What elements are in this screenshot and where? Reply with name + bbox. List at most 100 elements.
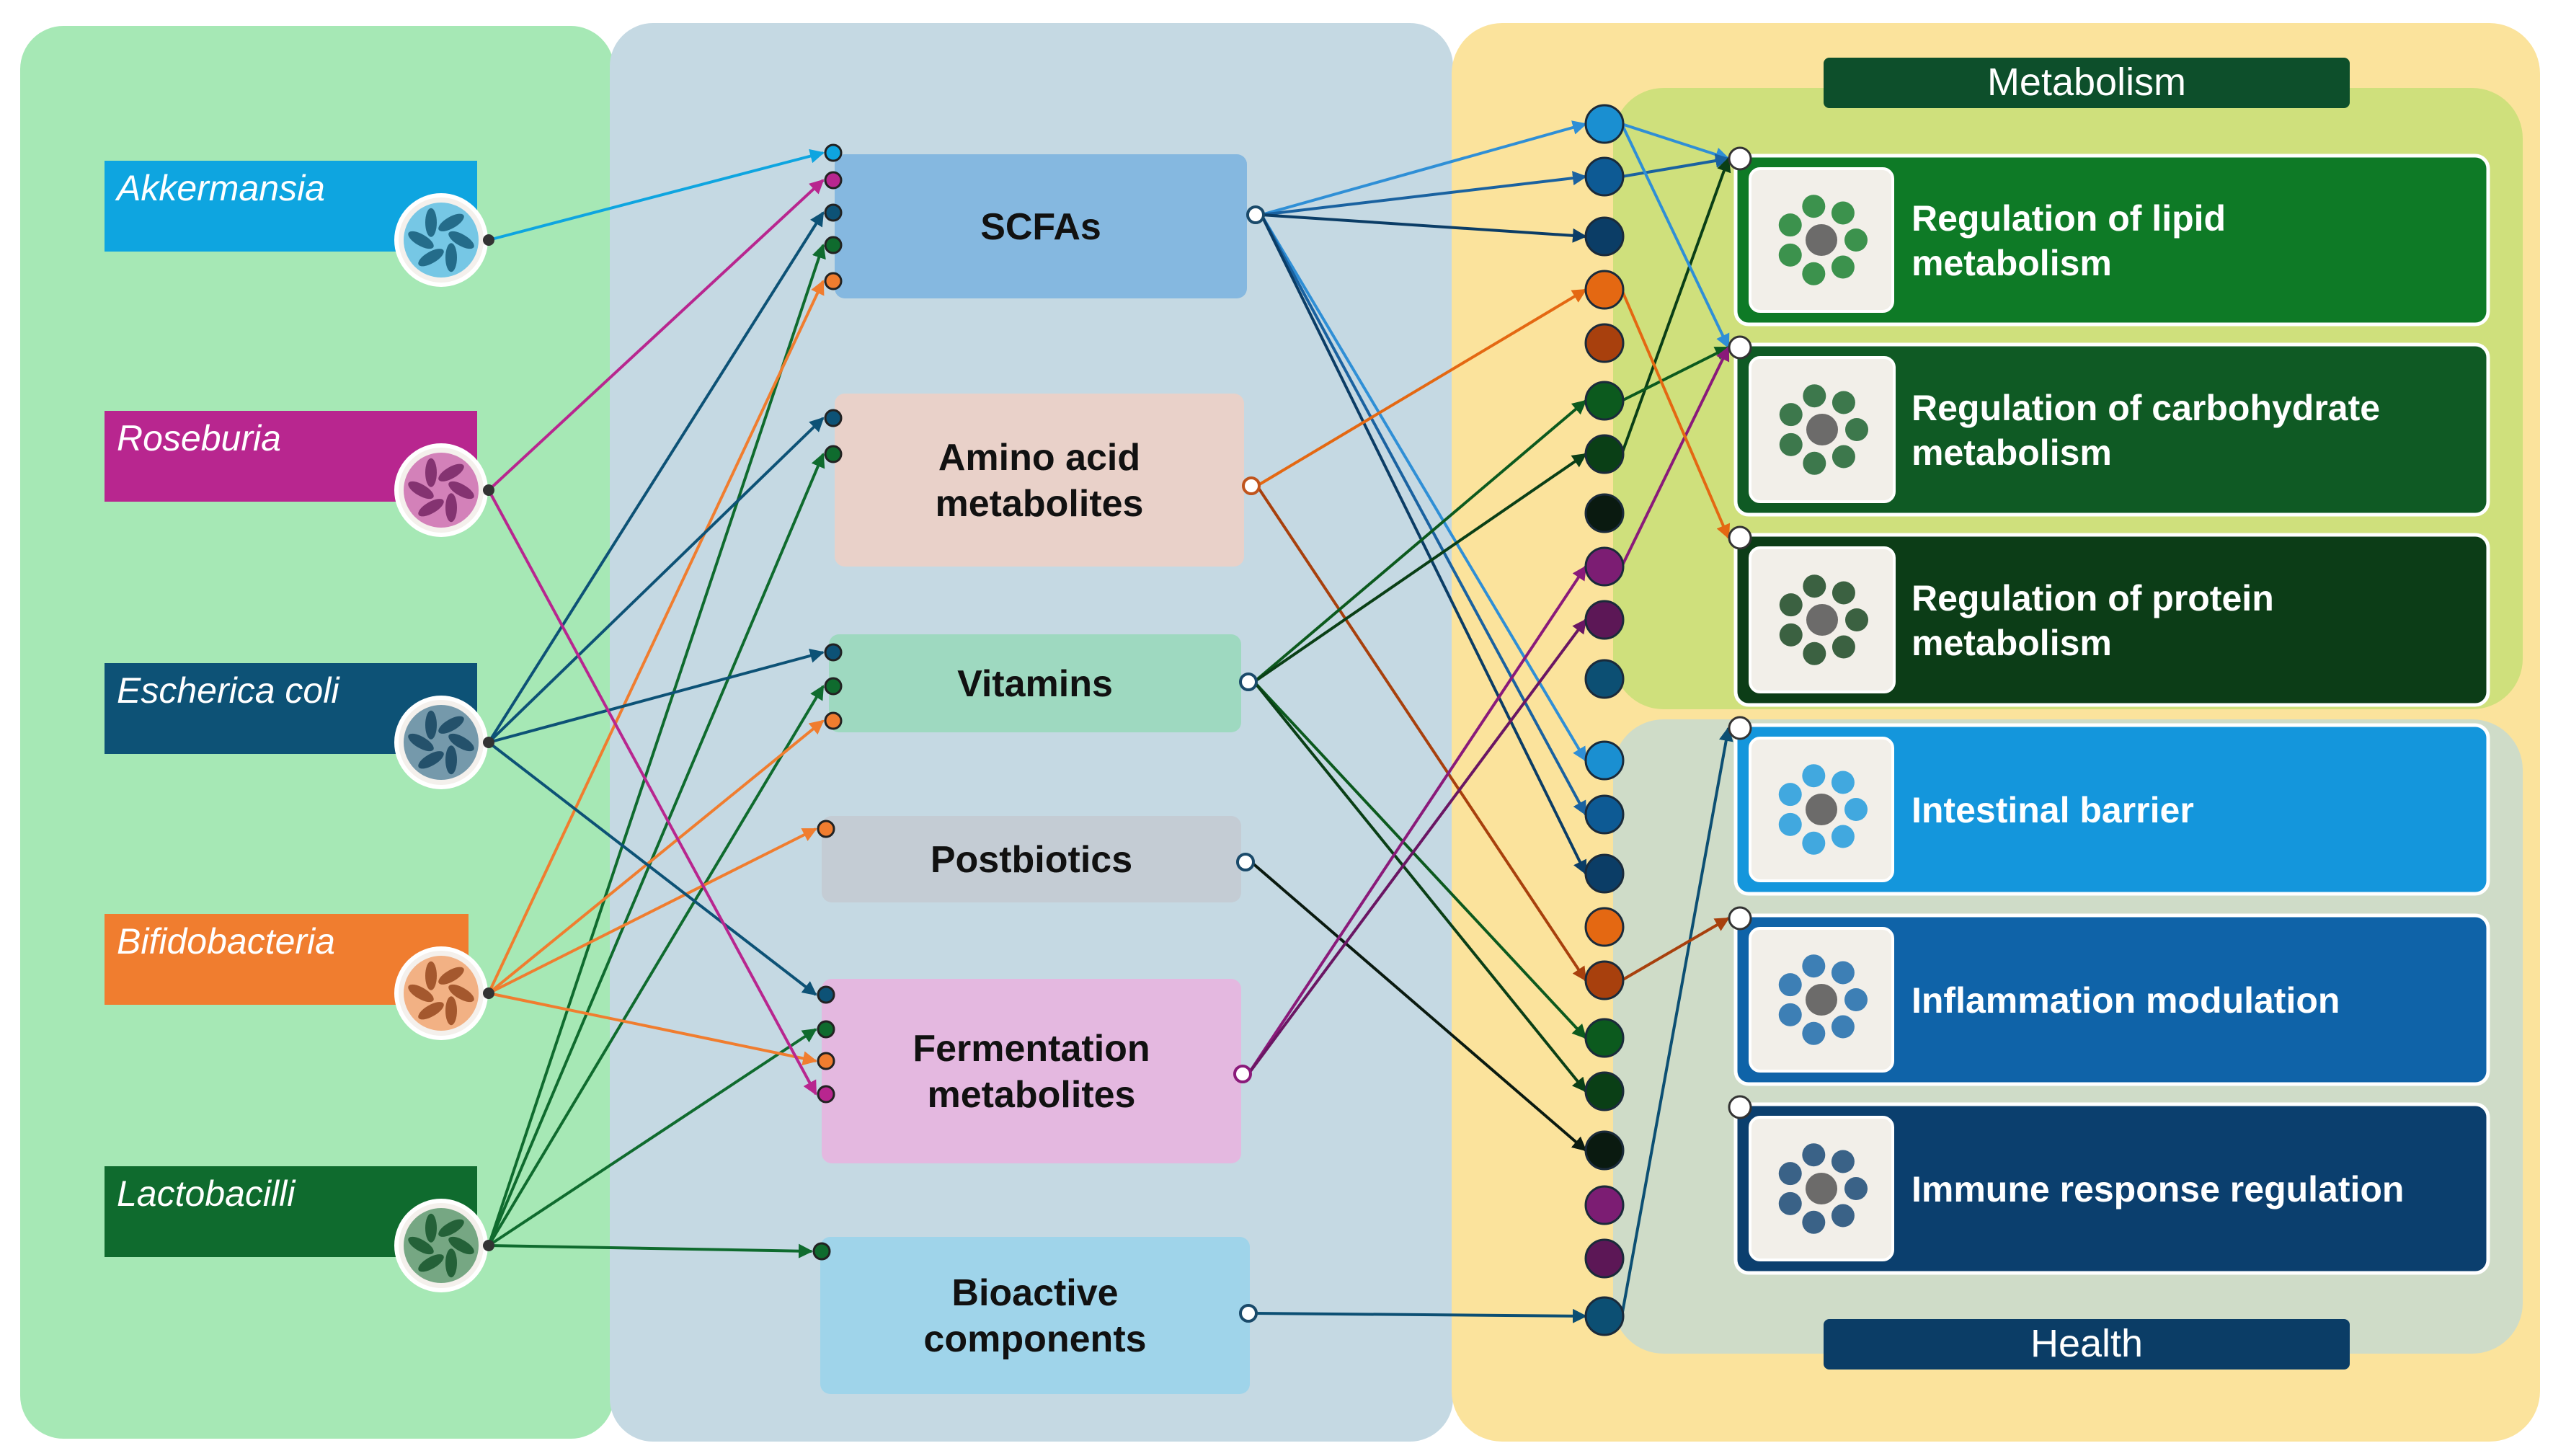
icon-detail [1806, 984, 1837, 1016]
metabolite-input-port [817, 820, 835, 838]
bacteria-connector-dot [483, 1240, 494, 1251]
bacteria-label-bif: Bifidobacteria [117, 921, 335, 962]
bacterium-shape [425, 458, 437, 487]
metabolite-label-ferm: Fermentation [913, 1028, 1150, 1070]
icon-detail [1778, 243, 1802, 267]
hub-node [1584, 1130, 1625, 1171]
icon-detail [1831, 771, 1855, 794]
icon-detail [1802, 764, 1826, 788]
outcome-label-inflam: Inflammation modulation [1912, 980, 2340, 1021]
icon-detail [1831, 255, 1855, 279]
icon-detail [1831, 201, 1855, 225]
hub-node [1584, 216, 1625, 257]
bacteria-to-metabolite-arrow [487, 1028, 817, 1247]
bacterium-shape [425, 1213, 437, 1243]
bacterium-shape [425, 208, 437, 237]
outcome-label-lipid: Regulation of lipid [1912, 198, 2226, 239]
bacterium-shape [448, 481, 474, 500]
icon-detail [1778, 213, 1802, 237]
metabolite-label-amino: metabolites [936, 483, 1144, 525]
hub-to-outcome-arrow [1620, 727, 1733, 1317]
metabolite-input-port [824, 711, 843, 730]
icon-detail [1845, 608, 1868, 631]
metabolite-input-port [824, 643, 843, 662]
bacterium-shape [448, 231, 474, 249]
bacterium-shape [448, 984, 474, 1003]
hub-node [1584, 270, 1625, 310]
metabolite-box-ferm [822, 979, 1241, 1163]
hub-node [1584, 740, 1625, 781]
metabolite-input-port [824, 272, 843, 290]
metabolite-label-scfa: SCFAs [980, 206, 1101, 248]
bacterium-shape [438, 463, 464, 481]
metabolite-to-hub-arrow [1253, 680, 1587, 1093]
bacterium-shape [438, 1219, 464, 1237]
bacterium-shape [445, 745, 457, 775]
hub-to-outcome-arrow [1620, 157, 1731, 455]
bacterium-shape [408, 1236, 434, 1255]
icon-detail [1832, 391, 1855, 414]
hub-node [1584, 104, 1625, 144]
bacterium-shape [425, 961, 437, 990]
metabolite-to-hub-arrow [1256, 288, 1587, 487]
bacterium-shape [408, 984, 434, 1003]
outcome-box-carb [1733, 342, 2490, 517]
bacteria-to-metabolite-arrow [487, 244, 826, 1246]
metabolite-to-hub-arrow [1253, 1308, 1587, 1323]
bacteria-to-metabolite-arrow [487, 417, 825, 744]
outcome-label-prot: Regulation of protein [1912, 578, 2274, 618]
hub-node [1584, 434, 1625, 474]
bacteria-to-metabolite-arrow [487, 453, 825, 1246]
bacterium-shape [408, 231, 434, 249]
metabolite-to-hub-arrow [1260, 214, 1587, 816]
metabolite-label-post: Postbiotics [931, 839, 1132, 881]
icon-detail [1802, 262, 1826, 285]
outcome-label-immune: Immune response regulation [1912, 1169, 2404, 1209]
bacterium-shape [448, 733, 474, 752]
hub-node [1584, 546, 1625, 587]
metabolite-label-ferm: metabolites [928, 1074, 1136, 1116]
outcome-label-carb: metabolism [1912, 432, 2112, 473]
bacterium-shape [438, 716, 464, 734]
bacterium-shape [418, 499, 444, 517]
outcome-box-inflam [1733, 913, 2490, 1086]
metabolite-to-hub-arrow [1253, 453, 1587, 683]
metabolite-to-hub-arrow [1247, 618, 1587, 1075]
icon-detail [1844, 798, 1868, 821]
hub-node [1584, 907, 1625, 947]
icon-detail [1778, 783, 1802, 807]
icon-detail [1778, 1003, 1802, 1026]
bacteria-to-metabolite-arrow [488, 1243, 813, 1259]
metabolite-to-hub-arrow [1253, 680, 1587, 1039]
metabolite-input-port [824, 203, 843, 222]
hub-node [1584, 323, 1625, 363]
bacterium-shape [418, 1254, 444, 1272]
icon-detail [1844, 228, 1868, 252]
icon-detail [1803, 451, 1826, 475]
hub-node [1584, 794, 1625, 835]
metabolite-box-post [822, 816, 1241, 902]
bacteria-label-lac: Lactobacilli [117, 1173, 296, 1214]
metabolite-to-hub-arrow [1261, 120, 1587, 216]
metabolite-box-amino [835, 394, 1244, 567]
metabolite-label-bio: Bioactive [951, 1272, 1118, 1314]
hub-node [1584, 156, 1625, 197]
icon-detail [1802, 831, 1826, 855]
hub-node [1584, 493, 1625, 533]
metabolite-to-hub-arrow [1260, 214, 1587, 875]
bacterium-shape [408, 733, 434, 752]
icon-detail [1831, 1204, 1855, 1228]
outcome-input-port-inflam [1728, 906, 1752, 931]
metabolism-title: Metabolism [1987, 61, 2186, 104]
icon-detail [1803, 384, 1826, 408]
outcome-label-barrier: Intestinal barrier [1912, 790, 2194, 830]
metabolite-input-port [824, 677, 843, 696]
bacteria-to-metabolite-arrow [487, 719, 825, 995]
hub-node [1584, 1018, 1625, 1058]
hub-node [1584, 1296, 1625, 1336]
metabolite-input-port [824, 143, 843, 162]
icon-detail [1832, 635, 1855, 659]
outcome-input-port-prot [1728, 525, 1752, 550]
metabolite-input-port [817, 1052, 835, 1070]
